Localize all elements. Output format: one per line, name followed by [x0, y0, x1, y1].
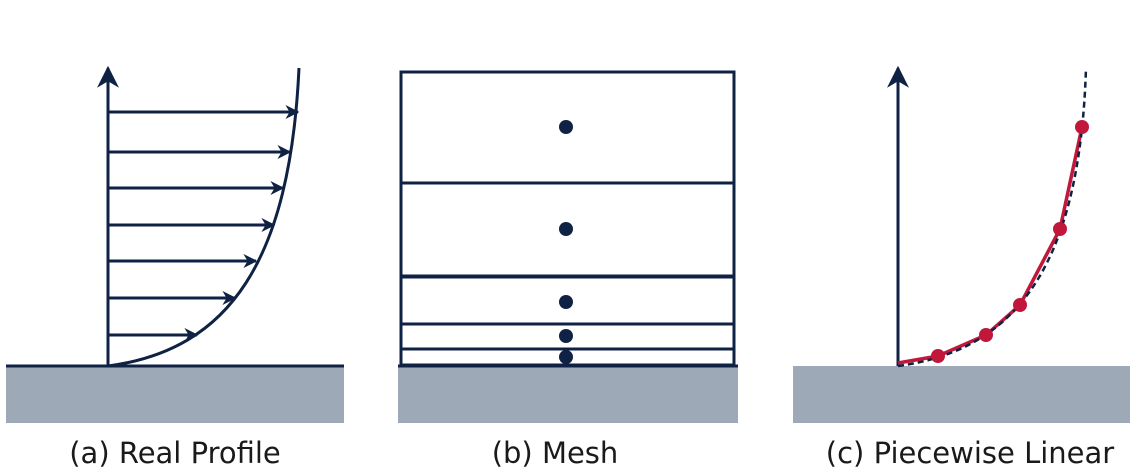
- centroid-3: [559, 295, 573, 309]
- fit-point-2: [979, 328, 993, 342]
- centroid-4: [559, 329, 573, 343]
- centroid-2: [559, 222, 573, 236]
- caption-b: (b) Mesh: [492, 436, 619, 470]
- caption-c: (c) Piecewise Linear: [826, 436, 1114, 470]
- wall-c: [793, 366, 1130, 423]
- fit-point-4: [1053, 222, 1067, 236]
- real-profile-dashed: [897, 67, 1088, 368]
- fit-point-1: [931, 349, 945, 363]
- caption-a: (a) Real Profile: [69, 436, 281, 470]
- velocity-arrows: [108, 105, 300, 342]
- wall-b: [398, 366, 738, 423]
- wall-a: [6, 366, 344, 423]
- panel-mesh: (b) Mesh: [398, 70, 738, 470]
- cell-centroids: [559, 120, 573, 364]
- velocity-profile-curve: [107, 67, 301, 368]
- panel-real-profile: (a) Real Profile: [6, 65, 344, 470]
- centroid-1: [559, 120, 573, 134]
- centroid-5: [559, 350, 573, 364]
- mesh-cells: [399, 70, 736, 367]
- fit-point-5: [1075, 120, 1089, 134]
- piecewise-linear-fit: [897, 126, 1084, 365]
- fit-points: [931, 120, 1089, 363]
- panel-piecewise-linear: (c) Piecewise Linear: [793, 65, 1130, 470]
- fit-point-3: [1013, 298, 1027, 312]
